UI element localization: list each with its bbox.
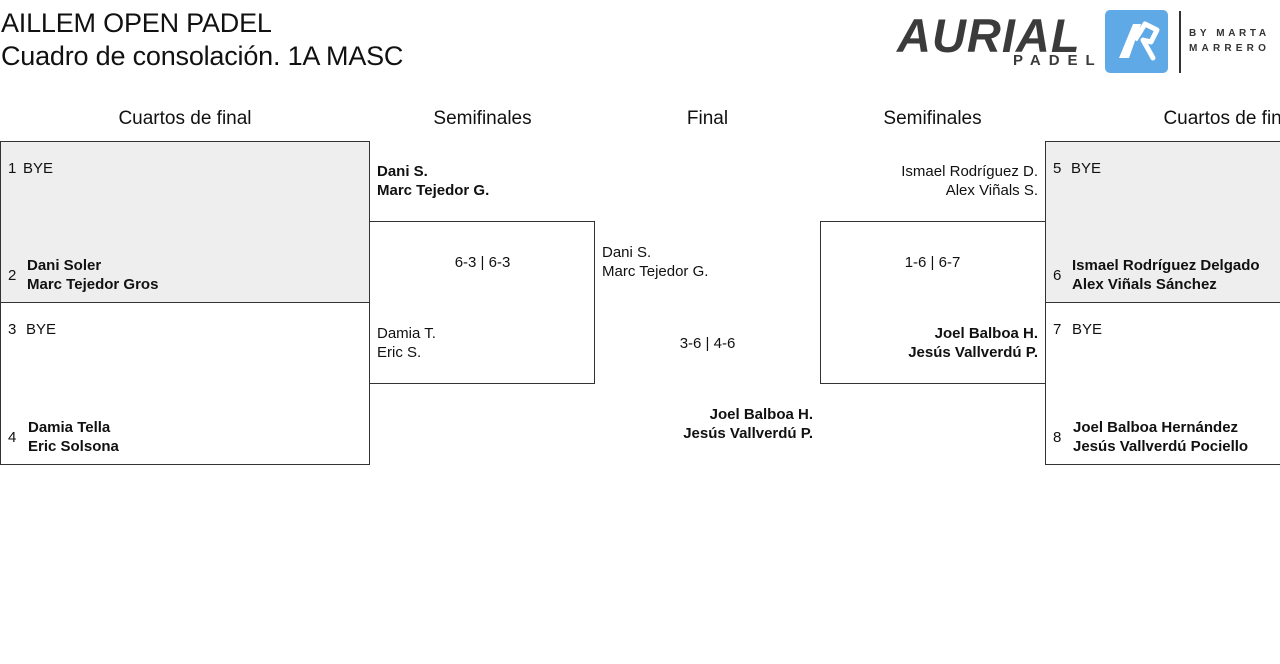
- logo-wordmark: AURIAL: [897, 9, 1081, 62]
- team-player-1: Dani Soler: [27, 257, 102, 274]
- semi-team-player-1: Joel Balboa H.: [934, 325, 1038, 342]
- seed-number: 6: [1053, 267, 1062, 284]
- team-player-1: Damia Tella: [28, 419, 111, 436]
- logo-by-text: BY MARTA: [1189, 28, 1270, 39]
- logo-marrero-text: MARRERO: [1189, 43, 1271, 54]
- match-box-qf1: [0, 141, 370, 303]
- team-name: BYE: [1072, 321, 1103, 338]
- team-player-2: Alex Viñals Sánchez: [1072, 276, 1217, 293]
- round-header-sf-left: Semifinales: [433, 108, 532, 129]
- team-name: BYE: [26, 321, 57, 338]
- team-player-2: Jesús Vallverdú Pociello: [1073, 438, 1249, 455]
- team-player-2: Eric Solsona: [28, 438, 119, 455]
- logo-ap-icon: [1105, 10, 1168, 73]
- team-name: BYE: [1071, 160, 1102, 177]
- team-name: BYE: [23, 160, 54, 177]
- logo-padel-text: PADEL: [1013, 52, 1103, 69]
- semi-team-player-2: Eric S.: [377, 344, 422, 361]
- match-box-qf4: [1045, 302, 1280, 465]
- semi-team-player-2: Jesús Vallverdú P.: [908, 344, 1038, 361]
- bracket-subtitle: Cuadro de consolación. 1A MASC: [1, 41, 404, 71]
- round-header-qf-left: Cuartos de final: [118, 108, 252, 129]
- winner-player-2: Jesús Vallverdú P.: [683, 425, 813, 442]
- round-header-final: Final: [686, 108, 729, 129]
- match-box-sf-left: [369, 221, 595, 384]
- team-player-1: Ismael Rodríguez Delgado: [1072, 257, 1260, 274]
- semi-team-player-1: Damia T.: [377, 325, 436, 342]
- final-score: 3-6 | 4-6: [679, 335, 736, 352]
- seed-number: 3: [8, 321, 17, 338]
- semi-team-player-2: Alex Viñals S.: [945, 182, 1038, 199]
- seed-number: 7: [1053, 321, 1062, 338]
- final-team-player-2: Marc Tejedor G.: [602, 263, 709, 280]
- seed-number: 8: [1053, 429, 1062, 446]
- seed-number: 4: [8, 429, 17, 446]
- winner-player-1: Joel Balboa H.: [709, 406, 813, 423]
- semi-team-player-2: Marc Tejedor G.: [377, 182, 490, 199]
- tournament-title: AILLEM OPEN PADEL: [1, 8, 272, 38]
- team-player-1: Joel Balboa Hernández: [1073, 419, 1239, 436]
- seed-number: 5: [1053, 160, 1062, 177]
- final-team-player-1: Dani S.: [602, 244, 652, 261]
- seed-number: 2: [8, 267, 17, 284]
- semi-team-player-1: Dani S.: [377, 163, 428, 180]
- round-header-qf-right: Cuartos de final: [1163, 108, 1280, 129]
- semi-team-player-1: Ismael Rodríguez D.: [901, 163, 1038, 180]
- logo-divider: [1179, 11, 1181, 73]
- match-score: 6-3 | 6-3: [454, 254, 511, 271]
- round-header-sf-right: Semifinales: [883, 108, 982, 129]
- team-player-2: Marc Tejedor Gros: [27, 276, 159, 293]
- aurial-padel-logo: AURIAL PADEL BY MARTA MARRERO: [893, 8, 1280, 76]
- match-score: 1-6 | 6-7: [904, 254, 961, 271]
- match-box-qf3: [1045, 141, 1280, 303]
- seed-number: 1: [8, 160, 17, 177]
